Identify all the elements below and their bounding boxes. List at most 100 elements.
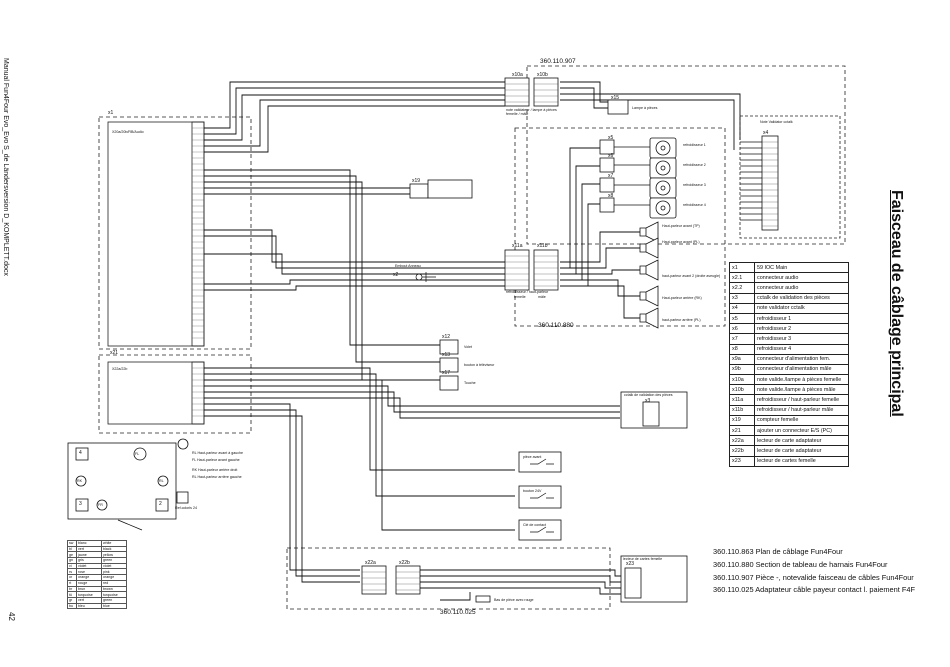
legend-key: x22a bbox=[729, 435, 755, 447]
harness-907-frame bbox=[526, 65, 846, 245]
panel-mark-2: 2 bbox=[159, 501, 162, 507]
harness-880-frame bbox=[514, 127, 726, 327]
x21-block bbox=[107, 361, 205, 425]
lampe-label: Lampe à pièces bbox=[632, 106, 658, 110]
legend-key: x9a bbox=[729, 353, 755, 365]
x22b-label: x22b bbox=[399, 560, 410, 566]
color-cell: bu bbox=[67, 602, 77, 610]
color-cell: blue bbox=[101, 602, 127, 610]
x5-block bbox=[599, 139, 615, 155]
legend-value: compteur femelle bbox=[754, 414, 849, 427]
legend-key: x9b bbox=[729, 363, 755, 376]
x1-frame bbox=[98, 116, 252, 350]
legend-key: x10b bbox=[729, 384, 755, 396]
x23-block bbox=[624, 567, 642, 599]
speaker5-label: haut-parleur arrière (PL) bbox=[662, 318, 701, 322]
switch3 bbox=[518, 519, 562, 541]
x3-box-label: cctalk de validation des pièces bbox=[624, 393, 673, 397]
x10b-label: x10b bbox=[537, 72, 548, 78]
x11a-block bbox=[504, 249, 530, 291]
x21-top-label: X22a/22b bbox=[112, 367, 128, 371]
legend-value: lecteur de carte adaptateur bbox=[754, 435, 849, 447]
speaker1-label: Haut-parleur avant (TP) bbox=[662, 224, 700, 228]
x1-label: x1 bbox=[108, 110, 114, 116]
legend-key: x5 bbox=[729, 312, 755, 325]
legend-value: refroidisseur 2 bbox=[754, 323, 849, 335]
legend-key: x19 bbox=[729, 414, 755, 427]
x11a-label: x11a bbox=[512, 243, 523, 249]
panel-caption: Ref.coloris 24 bbox=[175, 506, 197, 510]
x22a-label: x22a bbox=[365, 560, 376, 566]
reference-item: 360.110.907 Pièce -, notevalide faisceau… bbox=[713, 572, 914, 582]
x11a-gender: femelle bbox=[514, 295, 526, 299]
x10-caption: note validateur / lampe à pièces femelle… bbox=[506, 108, 557, 116]
x15-label: x15 bbox=[611, 95, 620, 101]
x11-caption: refroidisseur / haut-parleur bbox=[506, 290, 549, 294]
reference-item: 360.110.880 Section de tableau de harnai… bbox=[713, 559, 888, 569]
panel-mark-4: 4 bbox=[79, 450, 82, 456]
legend-value: connecteur audio bbox=[754, 282, 849, 294]
front-panel bbox=[67, 438, 189, 531]
reference-list: 360.110.863 Plan de câblage Fun4Four 360… bbox=[713, 546, 915, 597]
legend-key: x6 bbox=[729, 323, 755, 335]
x3-label: x3 bbox=[645, 398, 651, 404]
x11b-gender: mâle bbox=[538, 295, 546, 299]
x13-block bbox=[439, 357, 459, 373]
x15-block bbox=[607, 99, 629, 115]
reference-item: 360.110.863 Plan de câblage Fun4Four bbox=[713, 547, 843, 556]
panel-mark-rk: RK bbox=[77, 479, 82, 483]
legend-key: x1 bbox=[729, 261, 755, 274]
panel-note-3: RK Haut-parleur arrière droit bbox=[192, 468, 238, 472]
cooler1-label: refroidisseur 1 bbox=[683, 143, 706, 147]
legend-value: 59 IOC Main bbox=[754, 261, 849, 274]
legend-value: ajouter un connecteur E/S (PC) bbox=[754, 424, 849, 437]
legend-value: cctalk de validation des pièces bbox=[754, 292, 849, 304]
legend-key: x4 bbox=[729, 302, 755, 314]
x22a-block bbox=[361, 565, 387, 595]
x11b-label: x11b bbox=[537, 243, 548, 249]
legend-value: lecteur de cartes femelle bbox=[754, 455, 849, 467]
panel-mark-3: 3 bbox=[79, 501, 82, 507]
cooler4-label: refroidisseur 4 bbox=[683, 203, 706, 207]
color-cell: bleu bbox=[76, 602, 102, 610]
speakers bbox=[639, 221, 659, 329]
x5-label: x5 bbox=[608, 135, 614, 141]
cooler-fans bbox=[649, 137, 677, 219]
x1-top-label: X20a/20b/RB/Audio bbox=[112, 130, 144, 134]
legend-key: x11a bbox=[729, 394, 755, 406]
x3-block bbox=[642, 401, 660, 427]
panel-note-2: FL Haut-parleur avant gauche bbox=[192, 458, 240, 462]
speaker3-label: haut-parleur avant 2 (droite aveugle) bbox=[662, 274, 721, 278]
x21-label: x21 bbox=[110, 350, 119, 356]
x12-label: x12 bbox=[442, 334, 451, 340]
x7-block bbox=[599, 177, 615, 193]
legend-value: connecteur audio bbox=[754, 272, 849, 284]
x17-block bbox=[439, 375, 459, 391]
legend-value: connecteur d'alimentation fem. bbox=[754, 353, 849, 365]
legend-key: x3 bbox=[729, 292, 755, 304]
x17-label: x17 bbox=[442, 370, 451, 376]
panel-note-1: RL Haut-parleur avant à gauche bbox=[192, 451, 244, 455]
harness-025-label: 360.110.025 bbox=[440, 609, 476, 616]
legend-value: note valide./lampe à pièces mâle bbox=[754, 384, 849, 396]
x11b-block bbox=[533, 249, 559, 291]
cooler2-label: refroidisseur 2 bbox=[683, 163, 706, 167]
